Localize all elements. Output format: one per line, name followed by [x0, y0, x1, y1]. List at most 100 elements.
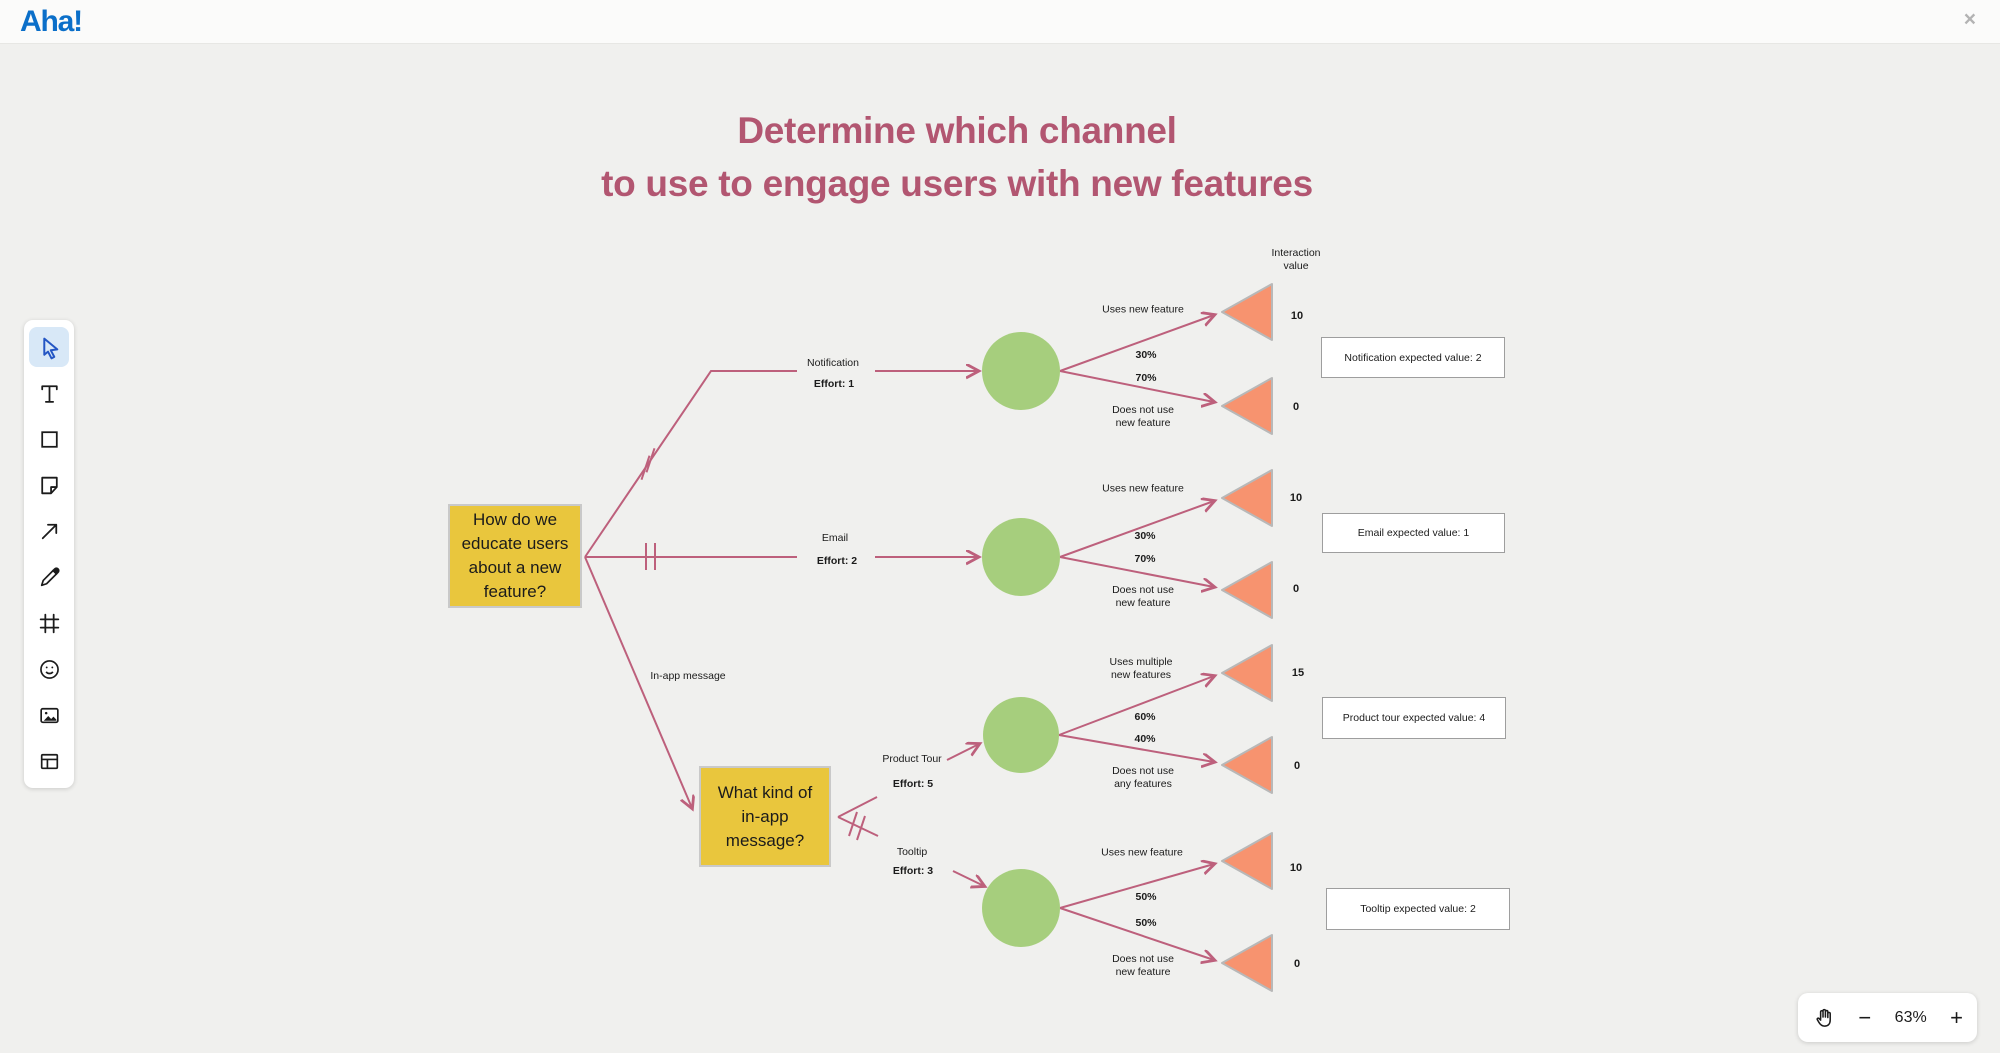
aha-logo[interactable]: Aha! [20, 5, 83, 38]
image-tool[interactable] [29, 695, 69, 735]
smiley-icon [37, 657, 62, 682]
expected-value-box-ptour[interactable]: Product tour expected value: 4 [1322, 697, 1506, 739]
sticky-note-icon [37, 473, 62, 498]
board-title-line2: to use to engage users with new features [601, 163, 1313, 204]
outcome-line[interactable] [1058, 734, 1214, 762]
interaction-value: 10 [1289, 862, 1303, 874]
outcome-line[interactable] [1059, 864, 1214, 909]
branch-effort-tooltip: Effort: 3 [892, 865, 934, 877]
outcome-node[interactable] [1221, 283, 1273, 341]
expected-value-text: Tooltip expected value: 2 [1360, 903, 1476, 915]
tool-palette [24, 320, 74, 788]
chance-node-tooltip[interactable] [982, 869, 1060, 947]
outcome-node[interactable] [1221, 934, 1273, 992]
branch-label-tooltip: Tooltip [896, 846, 928, 858]
template-tool[interactable] [29, 741, 69, 781]
connector-tool[interactable] [29, 511, 69, 551]
rejected-tick-email [645, 543, 656, 570]
probability-label: 60% [1134, 711, 1156, 723]
sticky-note-tool[interactable] [29, 465, 69, 505]
square-icon [37, 427, 62, 452]
zoom-in-button[interactable]: + [1950, 1004, 1963, 1030]
branch-line-ptour-2[interactable] [946, 744, 979, 761]
outcome-line[interactable] [1059, 315, 1214, 372]
text-icon [37, 381, 62, 406]
interaction-value: 0 [1292, 401, 1300, 413]
top-bar: Aha! × [0, 0, 2000, 44]
outcome-line[interactable] [1059, 907, 1214, 960]
outcome-label: Uses new feature [1102, 482, 1184, 495]
decision-node-root[interactable]: How do we educate users about a new feat… [448, 504, 582, 608]
probability-label: 40% [1134, 733, 1156, 745]
text-tool[interactable] [29, 373, 69, 413]
probability-label: 30% [1134, 530, 1156, 542]
branch-line-inapp[interactable] [584, 556, 692, 808]
outcome-line[interactable] [1059, 370, 1214, 402]
probability-label: 30% [1135, 349, 1157, 361]
close-icon[interactable]: × [1963, 8, 1976, 31]
branch-effort-notification: Effort: 1 [813, 378, 855, 390]
board-title-line1: Determine which channel [737, 110, 1177, 151]
expected-value-box-notification[interactable]: Notification expected value: 2 [1321, 337, 1505, 378]
outcome-node[interactable] [1221, 469, 1273, 527]
select-tool[interactable] [29, 327, 69, 367]
header-line: value [1283, 260, 1309, 272]
branch-line-tooltip-2[interactable] [952, 870, 984, 886]
arrow-icon [37, 519, 62, 544]
sub-question-line: in-app [741, 806, 789, 826]
outcome-line[interactable] [1059, 556, 1214, 587]
expected-value-box-email[interactable]: Email expected value: 1 [1322, 513, 1505, 553]
outcome-label: Uses new feature [1102, 303, 1184, 316]
expected-value-box-tooltip[interactable]: Tooltip expected value: 2 [1326, 888, 1510, 930]
outcome-node[interactable] [1221, 377, 1273, 435]
branch-label-ptour: Product Tour [882, 753, 942, 765]
branch-lines [584, 315, 1214, 960]
outcome-line[interactable] [1058, 676, 1214, 736]
zoom-level[interactable]: 63% [1894, 1008, 1927, 1026]
outcome-node[interactable] [1221, 736, 1273, 794]
outcome-line[interactable] [1059, 501, 1214, 558]
probability-label: 50% [1135, 917, 1157, 929]
pencil-icon [37, 565, 62, 590]
draw-tool[interactable] [29, 557, 69, 597]
branch-line-ptour[interactable] [837, 796, 878, 818]
branch-label-inapp: In-app message [650, 670, 726, 682]
chance-node-notification[interactable] [982, 332, 1060, 410]
outcome-node[interactable] [1221, 561, 1273, 619]
rejected-tick-tooltip [848, 811, 866, 841]
shape-tool[interactable] [29, 419, 69, 459]
sub-question-line: message? [725, 830, 805, 850]
expected-value-text: Notification expected value: 2 [1344, 351, 1482, 364]
outcome-node[interactable] [1221, 832, 1273, 890]
probability-label: 50% [1135, 891, 1157, 903]
frame-icon [37, 611, 62, 636]
branch-line-notification[interactable] [584, 370, 797, 558]
branch-effort-ptour: Effort: 5 [892, 778, 934, 790]
branch-effort-email: Effort: 2 [816, 555, 858, 567]
emoji-tool[interactable] [29, 649, 69, 689]
root-question-line: about a new [468, 558, 562, 577]
chance-node-email[interactable] [982, 518, 1060, 596]
chance-node-ptour[interactable] [983, 697, 1059, 773]
zoom-out-button[interactable]: − [1858, 1004, 1872, 1030]
root-question-line: feature? [483, 582, 547, 601]
rejected-tick-notification [640, 447, 656, 481]
interaction-value: 0 [1292, 583, 1300, 595]
pan-hand-icon[interactable] [1812, 1006, 1835, 1029]
outcome-label: Uses new feature [1101, 846, 1183, 859]
frame-tool[interactable] [29, 603, 69, 643]
decision-node-inapp[interactable]: What kind of in-app message? [699, 766, 831, 867]
cursor-icon [37, 335, 62, 360]
interaction-value: 0 [1293, 760, 1301, 772]
branch-label-notification: Notification [807, 357, 859, 369]
interaction-value: 15 [1291, 667, 1305, 679]
interaction-value-header: Interaction value [1271, 247, 1320, 273]
branch-line-tooltip[interactable] [837, 816, 879, 837]
layout-icon [37, 749, 62, 774]
outcome-node[interactable] [1221, 644, 1273, 702]
